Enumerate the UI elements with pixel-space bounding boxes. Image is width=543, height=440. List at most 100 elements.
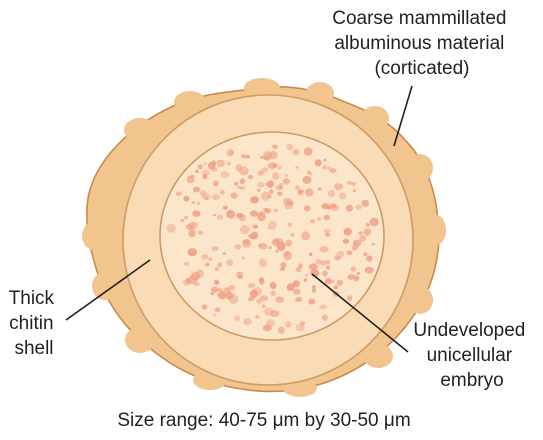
granule [301,231,310,240]
granule [192,210,200,217]
embryo-label: Undeveloped unicellular embryo [413,320,530,391]
granule [243,318,251,325]
granule [253,287,262,296]
granule [277,166,282,170]
granule [167,224,176,233]
granule [212,246,219,251]
granule [230,151,234,154]
granule [184,216,188,219]
embryo-label-line-3: embryo [440,370,503,391]
granule [180,219,184,223]
granule [359,235,366,242]
granule [293,280,300,287]
granule [334,285,339,289]
albuminous-label-line-1: Coarse mammillated [332,8,506,29]
granule [295,185,300,190]
granule [343,239,349,244]
granule [240,225,250,234]
embryo-label-line-1: Undeveloped [413,320,525,341]
granule [202,170,210,176]
granule [217,215,223,220]
granule [279,186,283,190]
granule [318,187,322,190]
granule [270,282,277,289]
granule [286,240,293,247]
granule [334,183,343,190]
granule [344,228,352,236]
granule [269,189,273,194]
granule [372,243,375,246]
granule [220,190,225,195]
granule [213,180,219,186]
granule [332,280,335,283]
granule [362,200,370,207]
albuminous-label-line-2: albuminous material [334,33,504,54]
granule [323,159,326,162]
granule [347,181,352,185]
shell-label: Thick chitin shell [9,288,60,359]
granule [309,263,318,270]
granule [215,267,219,271]
granule [241,154,247,158]
granule [272,145,278,149]
granule [320,246,329,252]
granule [263,151,272,161]
granule [288,223,292,227]
granule [305,274,308,276]
granule [283,198,292,205]
granule [322,314,328,320]
granule [309,252,312,256]
granule [260,295,268,301]
granule [259,244,262,247]
granule [315,259,321,265]
granule [240,179,246,185]
granule [370,218,379,227]
granule [213,314,216,317]
granule [263,208,269,212]
granule [229,285,236,290]
granule [234,315,240,321]
granule [189,275,198,284]
granule [201,254,208,259]
granule [195,170,199,173]
granule [310,219,315,223]
granule [248,175,254,179]
granule [283,251,292,260]
granule [322,165,327,169]
granule [339,193,347,200]
granule [346,205,353,212]
shell-label-line-3: shell [14,338,53,359]
granule [320,304,327,309]
size-caption: Size range: 40-75 μm by 30-50 μm [117,410,410,431]
granule [295,297,302,302]
granule [242,256,246,259]
granule [255,315,259,318]
granule [366,223,370,227]
embryo-label-line-2: unicellular [427,345,513,366]
granule [291,233,295,236]
granule [275,296,284,303]
granule [304,205,311,211]
granule [238,276,242,279]
granule [192,201,196,204]
granule [302,176,311,184]
granule [183,196,189,202]
granule [208,258,212,261]
granule [309,173,313,176]
granule [285,321,291,328]
granule [275,250,279,253]
granule [234,182,238,186]
granule [236,213,243,219]
granule [210,292,214,295]
granule [253,225,259,229]
granule [211,287,219,293]
granule [304,278,308,282]
granule [198,231,203,235]
granule [326,260,330,265]
granule [348,274,355,280]
granule [266,319,275,327]
granule [296,267,302,273]
granule [223,252,226,255]
granule [243,239,250,244]
granule [277,192,282,196]
